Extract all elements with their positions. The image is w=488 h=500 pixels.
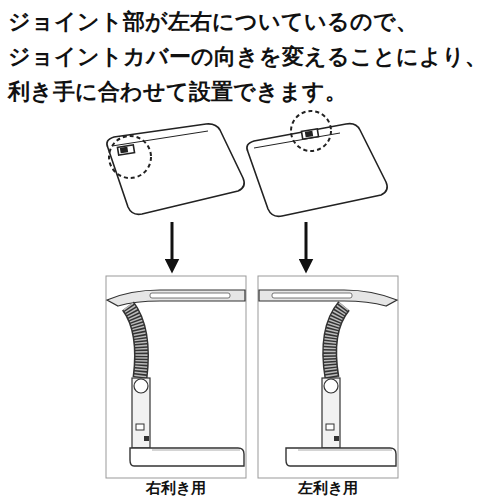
down-arrow [171,222,174,266]
caption-label: 右利き用 [146,479,206,498]
lamp-right-handed [106,276,246,478]
down-arrow [305,222,308,266]
base-tray [247,111,387,216]
lamp-left-handed [258,276,398,478]
caption-label: 左利き用 [298,479,358,498]
heading: ジョイント部が左右についているので、 ジョイントカバーの向きを変えることにより、… [8,4,484,109]
base-tray [107,124,244,214]
